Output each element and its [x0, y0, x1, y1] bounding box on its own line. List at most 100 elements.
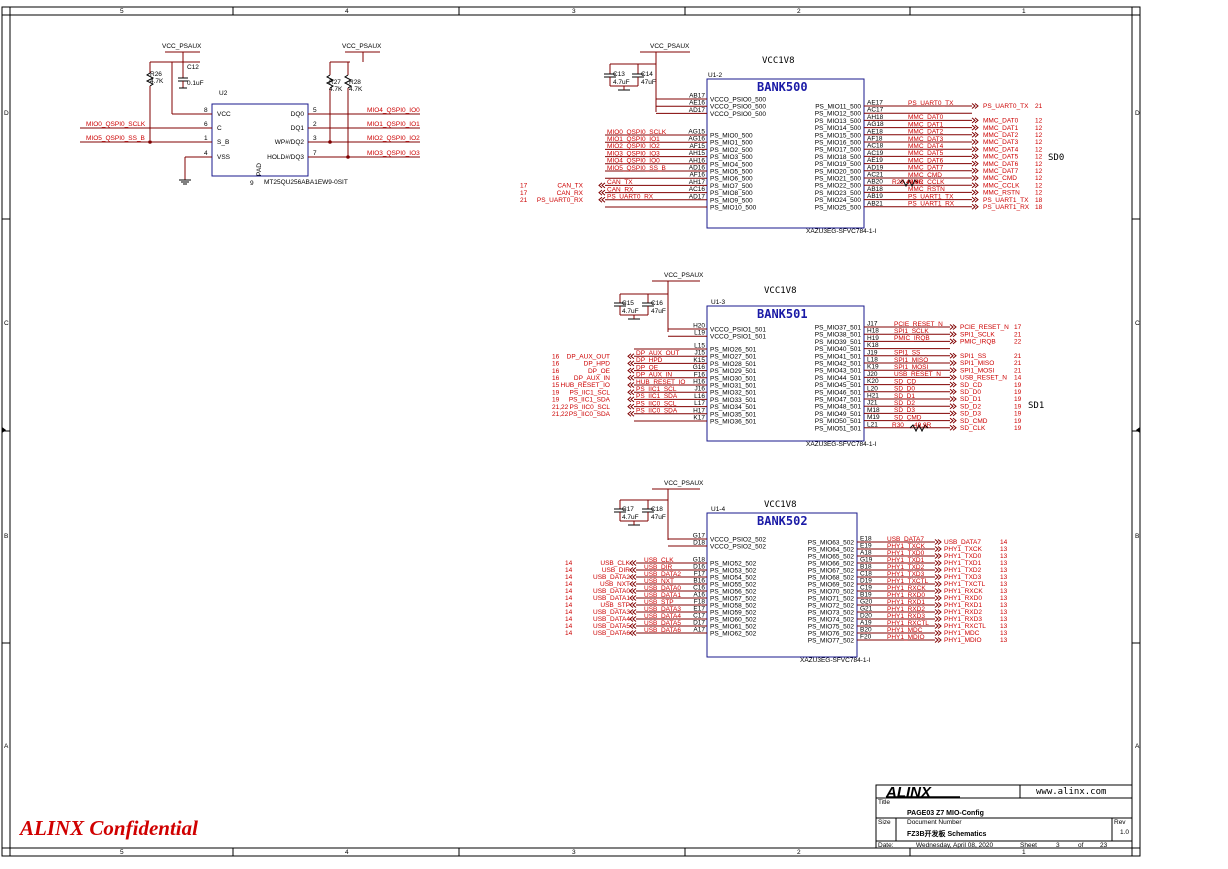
page-reference: 21 [1035, 103, 1043, 110]
pin-number: AG15 [688, 129, 705, 136]
pin-name: PS_MIO61_502 [710, 624, 757, 631]
page-reference: 19 [552, 397, 560, 404]
port-label: PHY1_TXD2 [944, 567, 982, 574]
capacitor-value: 4.7uF [622, 308, 639, 315]
pin-name: PS_MIO15_500 [815, 132, 862, 139]
pin-name: PS_MIO4_500 [710, 161, 753, 168]
pin-number: A17 [693, 627, 705, 634]
pin-number: J19 [867, 349, 878, 356]
interface-label: SD1 [1028, 401, 1044, 411]
page-reference: 13 [1000, 616, 1008, 623]
port-label: USB_DATA2 [593, 574, 630, 581]
net-label: MIO0_QSPI0_SCLK [86, 121, 146, 128]
pin-name: VCCO_PSIO1_501 [710, 334, 766, 341]
pin-name: PS_MIO66_502 [808, 561, 855, 568]
port-label: PHY1_TXCTL [944, 581, 986, 588]
pin-name: PS_MIO52_502 [710, 561, 757, 568]
pin-number: AC16 [689, 186, 706, 193]
zone-row-label: B [4, 533, 8, 540]
pin-number: AB19 [867, 193, 883, 200]
net-label: MIO1_QSPI0_IO1 [607, 136, 660, 143]
page-reference: 14 [565, 560, 573, 567]
power-label: VCC_PSAUX [664, 480, 704, 487]
date-label: Date: [878, 842, 894, 849]
net-label: SD_D3 [894, 407, 915, 414]
pin-number: G17 [693, 533, 706, 540]
date-value: Wednesday, April 08, 2020 [916, 842, 993, 849]
pin-number: 7 [313, 150, 317, 157]
pin-name: PS_MIO73_502 [808, 610, 855, 617]
net-label: USB_STP [644, 599, 674, 606]
port-label: DP_AUX_IN [574, 375, 610, 382]
offpage-port-icon [934, 574, 942, 580]
sheet-label: Sheet [1020, 842, 1037, 849]
pad-number: 9 [250, 180, 254, 187]
port-label: MMC_DAT7 [983, 168, 1019, 175]
pin-number: L20 [867, 385, 878, 392]
port-label: USB_CLK [600, 560, 630, 567]
page-reference: 14 [565, 567, 573, 574]
pin-number: AG18 [867, 121, 884, 128]
qspi-flash-section: VCC_PSAUX VCC_PSAUX R26 4.7K C12 0.1uF U… [80, 43, 420, 187]
port-label: USB_DATA3 [593, 609, 630, 616]
page-reference: 16 [552, 361, 560, 368]
offpage-port-icon [629, 609, 637, 615]
pin-number: AB18 [867, 186, 883, 193]
pin-number: F20 [860, 634, 872, 641]
page-reference: 12 [1035, 175, 1043, 182]
pin-number: L17 [694, 400, 705, 407]
pin-number: L18 [867, 357, 878, 364]
net-label: SD_D1 [894, 393, 915, 400]
net-label: USB_DATA6 [644, 627, 681, 634]
frame-ticks [2, 7, 1140, 856]
pin-number: AC17 [867, 107, 884, 114]
net-label: SPI1_MOSI [894, 364, 929, 371]
bank-supply-label: VCC1V8 [764, 286, 797, 296]
pin-name: PS_MIO26_501 [710, 347, 757, 354]
pin-name: PS_MIO12_500 [815, 111, 862, 118]
offpage-port-icon [934, 637, 942, 643]
port-label: PHY1_MDC [944, 630, 980, 637]
offpage-port-icon [629, 630, 637, 636]
page-title: PAGE03 Z7 MIO-Config [907, 810, 984, 817]
pin-name: VSS [217, 154, 231, 161]
page-reference: 14 [565, 574, 573, 581]
resistor-ref: R28 [349, 79, 361, 86]
pin-name: PS_MIO39_501 [815, 339, 862, 346]
zone-row-label: A [1135, 743, 1140, 750]
pin-name: PS_MIO9_500 [710, 197, 753, 204]
port-label: SD_CLK [960, 425, 986, 432]
pin-name: PS_MIO30_501 [710, 375, 757, 382]
offpage-port-icon [934, 609, 942, 615]
offpage-port-icon [971, 131, 979, 138]
net-label: PHY1_TXCK [887, 543, 926, 550]
pin-number: 4 [204, 150, 208, 157]
zone-row-label: A [4, 743, 9, 750]
pin-number: D17 [693, 620, 705, 627]
series-resistor [909, 423, 929, 433]
port-label: SPI1_MISO [960, 360, 994, 367]
pin-name: PS_MIO60_502 [710, 617, 757, 624]
power-label: VCC_PSAUX [342, 43, 382, 50]
page-reference: 17 [520, 183, 528, 190]
port-label: PHY1_RXCK [944, 588, 983, 595]
port-label: MMC_DAT6 [983, 161, 1019, 168]
pin-name: PS_MIO70_502 [808, 589, 855, 596]
port-label: SPI1_MOSI [960, 367, 995, 374]
zone-row-label: B [1135, 533, 1139, 540]
net-label: PHY1_TXCTL [887, 578, 929, 585]
bank500-section: VCC_PSAUX C13 4.7uF C14 47uF VCC1V8 U1-2… [520, 43, 1064, 235]
net-label: PS_IIC1_SDA [636, 393, 678, 400]
net-label: PHY1_RXD0 [887, 592, 925, 599]
net-label: HUB_RESET_IO [636, 379, 686, 386]
capacitor-ref: C15 [622, 300, 634, 307]
pin-number: AH16 [689, 157, 706, 164]
pin-number: J15 [695, 350, 706, 357]
net-label: MIO4_QSPI0_IO0 [607, 158, 660, 165]
net-label: SPI1_SCLK [894, 328, 929, 335]
capacitor-value: 4.7uF [613, 79, 630, 86]
offpage-port-icon [934, 567, 942, 573]
page-reference: 12 [1035, 190, 1043, 197]
pin-name: S_B [217, 139, 229, 146]
pin-number: J17 [867, 321, 878, 328]
